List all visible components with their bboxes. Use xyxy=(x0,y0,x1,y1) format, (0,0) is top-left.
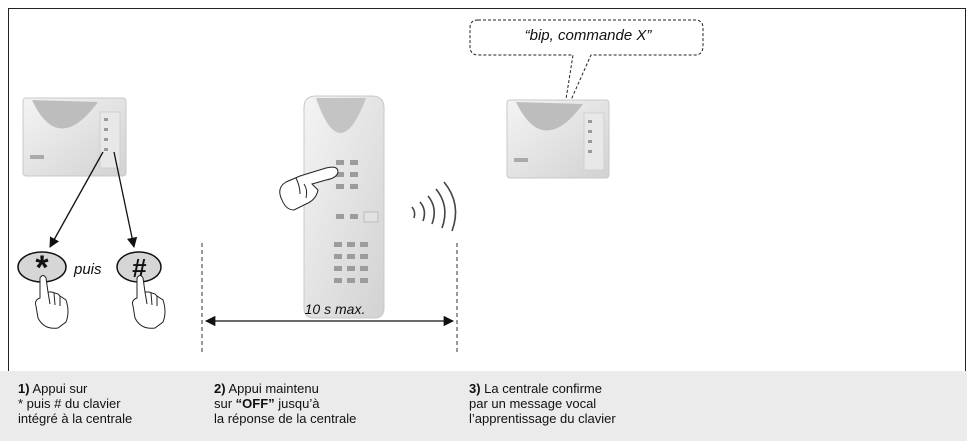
finger-icon-left xyxy=(35,275,69,329)
speech-bubble-text: “bip, commande X” xyxy=(524,27,652,44)
keypad-device-image xyxy=(303,95,385,319)
hash-key: # xyxy=(116,251,162,283)
keys-join-label: puis xyxy=(74,261,102,278)
arrow-to-star-key xyxy=(49,151,104,248)
speech-bubble xyxy=(469,19,704,119)
caption-step-2: 2) Appui maintenu sur “OFF” jusqu’à la r… xyxy=(214,381,357,426)
finger-icon-right xyxy=(132,275,166,329)
radio-waves-icon xyxy=(411,181,457,232)
central-unit-image-1 xyxy=(22,97,127,177)
duration-label: 10 s max. xyxy=(304,301,366,317)
svg-text:#: # xyxy=(132,253,147,283)
central-unit-image-2 xyxy=(506,99,610,179)
hand-icon xyxy=(279,166,339,211)
captions-bar xyxy=(0,371,967,441)
caption-step-3: 3) La centrale confirme par un message v… xyxy=(469,381,616,426)
caption-step-1: 1) Appui sur * puis # du clavier intégré… xyxy=(18,381,133,426)
arrow-to-hash-key xyxy=(113,151,138,249)
